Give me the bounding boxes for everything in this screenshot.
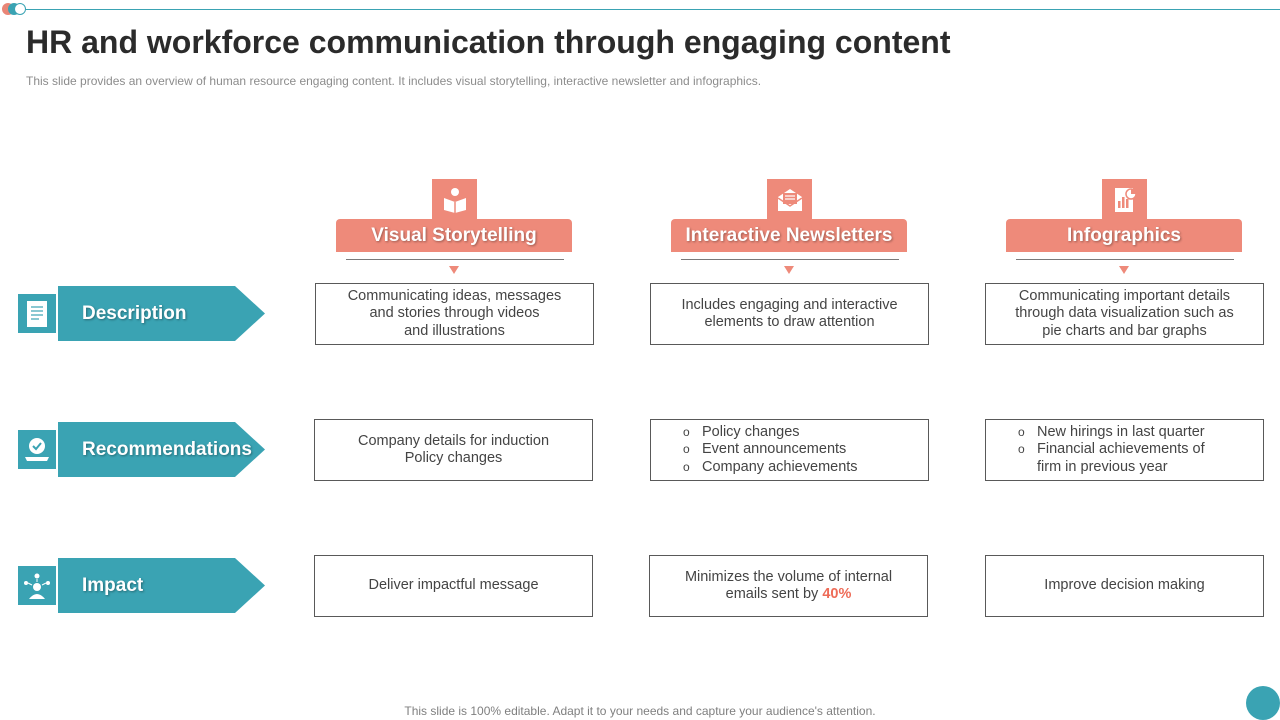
row-label-impact: Impact: [58, 558, 265, 613]
cell-text-line: Company details for induction: [357, 432, 550, 449]
cell-text-line: Policy changes: [404, 450, 503, 466]
slide-title: HR and workforce communication through e…: [26, 24, 951, 60]
highlight-percentage: 40%: [822, 586, 852, 602]
cell-description-storytelling: Communicating ideas, messages and storie…: [315, 283, 594, 345]
newsletter-envelope-icon: [767, 179, 812, 221]
person-network-icon: [18, 566, 56, 605]
cell-recommendations-storytelling: Company details for induction Policy cha…: [314, 419, 593, 481]
cell-text-line: through data visualization such as: [1015, 305, 1234, 322]
cell-text-line: elements to draw attention: [704, 314, 875, 330]
top-divider-line: [22, 9, 1280, 10]
cell-impact-storytelling: Deliver impactful message: [314, 555, 593, 617]
cell-text-line: Communicating important details: [1018, 287, 1231, 304]
cell-description-infographics: Communicating important details through …: [985, 283, 1264, 345]
column-title: Visual Storytelling: [336, 219, 572, 252]
list-item: Financial achievements of firm in previo…: [1018, 441, 1225, 476]
cell-text-line: and stories through videos: [369, 305, 540, 322]
bullet-list: New hirings in last quarter Financial ac…: [994, 424, 1255, 477]
cell-recommendations-newsletters: Policy changes Event announcements Compa…: [650, 419, 929, 481]
decorative-dot: [14, 3, 26, 15]
down-triangle-icon: [1119, 266, 1129, 274]
cell-text: Improve decision making: [1044, 577, 1205, 594]
storytelling-icon: [432, 179, 477, 221]
list-item: Company achievements: [683, 459, 920, 477]
cell-text-line: Communicating ideas, messages: [347, 287, 562, 304]
slide-subtitle: This slide provides an overview of human…: [26, 74, 762, 88]
cell-text-line: and illustrations: [404, 322, 505, 339]
row-label-description: Description: [58, 286, 265, 341]
decorative-corner-circle: [1246, 686, 1280, 720]
list-item: Policy changes: [683, 424, 920, 442]
cell-description-newsletters: Includes engaging and interactive elemen…: [650, 283, 929, 345]
row-label-recommendations: Recommendations: [58, 422, 265, 477]
column-title: Interactive Newsletters: [671, 219, 907, 252]
decorative-dots: [2, 3, 28, 17]
list-item: Event announcements: [683, 441, 920, 459]
infographic-chart-icon: [1102, 179, 1147, 221]
cell-text-line: Includes engaging and interactive: [681, 296, 898, 313]
cell-text: Deliver impactful message: [368, 577, 539, 594]
document-icon: [18, 294, 56, 333]
cell-impact-newsletters: Minimizes the volume of internal emails …: [649, 555, 928, 617]
list-item: New hirings in last quarter: [1018, 424, 1225, 442]
slide-footer: This slide is 100% editable. Adapt it to…: [404, 704, 876, 718]
cell-recommendations-infographics: New hirings in last quarter Financial ac…: [985, 419, 1264, 481]
bullet-list: Policy changes Event announcements Compa…: [659, 424, 920, 477]
column-divider: [681, 259, 899, 260]
down-triangle-icon: [449, 266, 459, 274]
column-divider: [346, 259, 564, 260]
cell-text: Minimizes the volume of internal emails …: [684, 568, 893, 603]
cell-impact-infographics: Improve decision making: [985, 555, 1264, 617]
cell-text-line: pie charts and bar graphs: [1042, 322, 1207, 339]
column-divider: [1016, 259, 1234, 260]
column-title: Infographics: [1006, 219, 1242, 252]
checkmark-badge-icon: [18, 430, 56, 469]
down-triangle-icon: [784, 266, 794, 274]
